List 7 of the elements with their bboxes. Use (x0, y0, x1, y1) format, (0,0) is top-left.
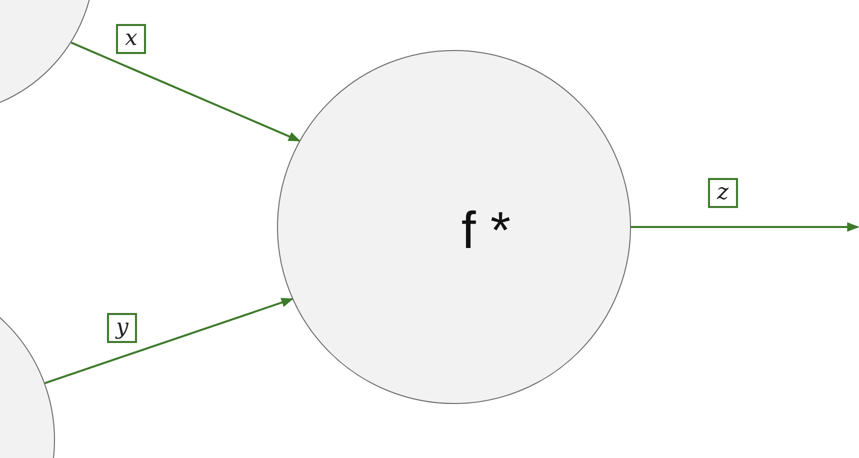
function-label: f * (461, 201, 511, 261)
edge-label: y (107, 313, 138, 343)
edge-label: x (116, 24, 146, 54)
edge-label: z (708, 178, 738, 208)
arrow (70, 42, 301, 142)
arrow (44, 298, 294, 384)
arrow (631, 222, 859, 232)
